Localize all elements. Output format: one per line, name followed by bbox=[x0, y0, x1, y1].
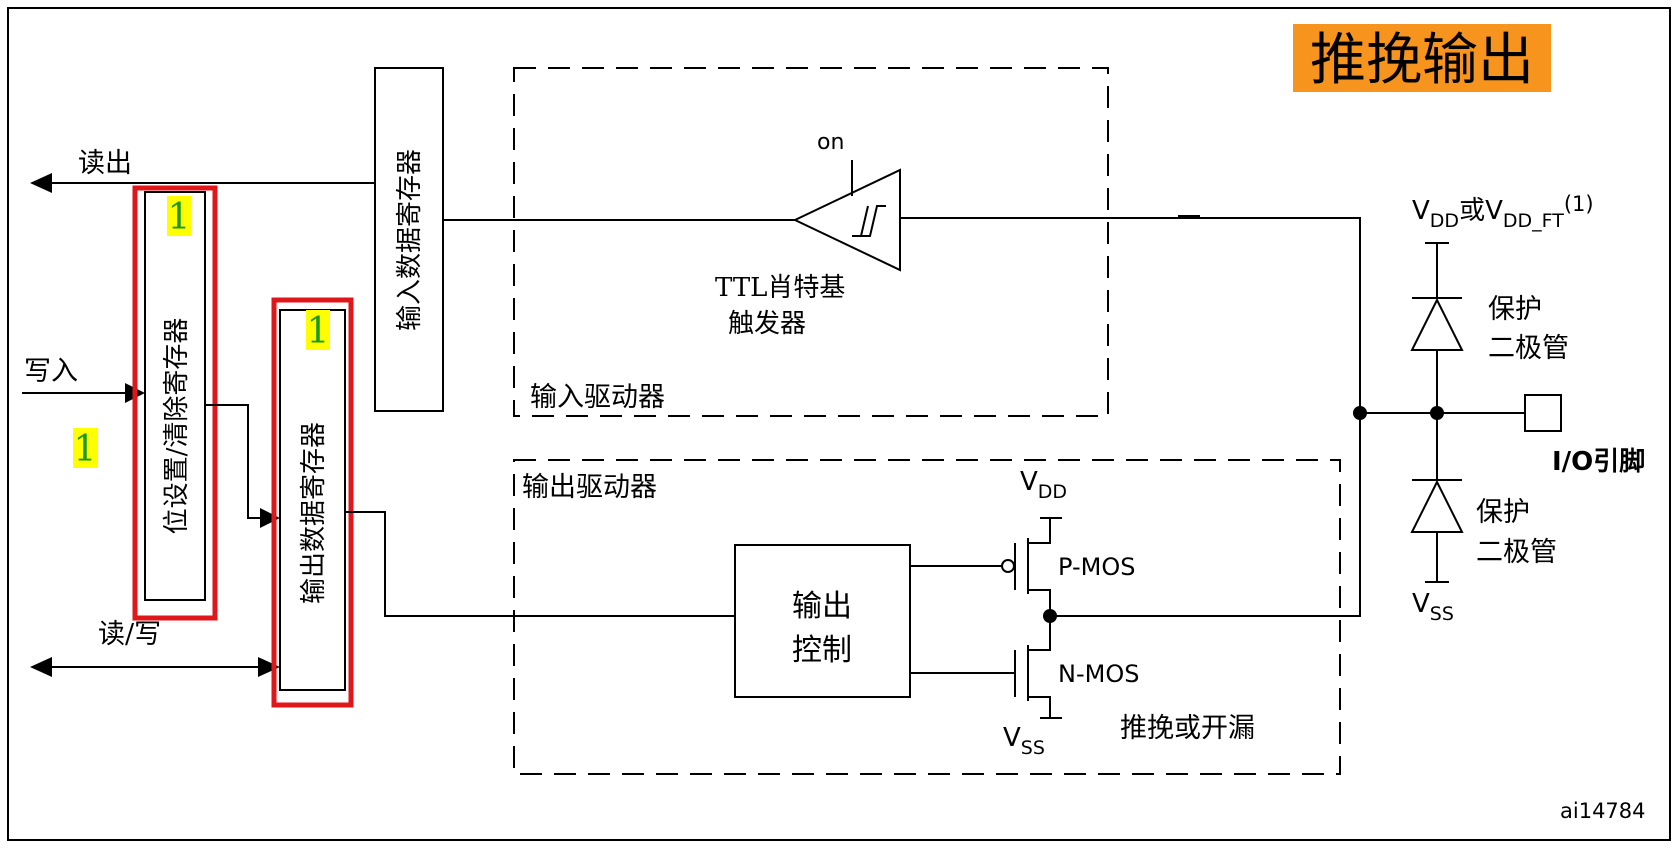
bit-register-value-highlight bbox=[167, 196, 191, 236]
output-data-register-label: 输出数据寄存器 bbox=[299, 422, 329, 604]
bit-set-reset-register bbox=[144, 191, 206, 601]
read-write-label: 读/写 bbox=[98, 619, 161, 650]
nmos-drain bbox=[1028, 616, 1051, 651]
nmos-label: N-MOS bbox=[1058, 660, 1139, 688]
output-register-value: 1 bbox=[307, 311, 330, 352]
write-value-highlight bbox=[73, 428, 98, 468]
output-control-box bbox=[734, 544, 911, 698]
diode-vss-label: VSS bbox=[1412, 589, 1454, 625]
output-control-label-line1: 输出 bbox=[792, 589, 852, 624]
schmitt-hysteresis-symbol-2 bbox=[860, 205, 869, 237]
output-data-register bbox=[279, 309, 346, 691]
output-control-label-line2: 控制 bbox=[792, 633, 852, 668]
pmos-gate-bubble bbox=[1001, 559, 1015, 573]
read-out-arrowhead bbox=[30, 173, 52, 193]
write-in-label: 写入 bbox=[24, 356, 78, 387]
pmos-vdd-label: VDD bbox=[1020, 467, 1067, 503]
pmos-drain bbox=[1028, 589, 1051, 616]
title-badge bbox=[1293, 24, 1551, 92]
read-out-label: 读出 bbox=[78, 148, 132, 179]
bit-to-output-arrowhead bbox=[260, 508, 280, 528]
push-pull-open-drain-label: 推挽或开漏 bbox=[1120, 713, 1255, 744]
io-pin-pad bbox=[1524, 394, 1562, 432]
trigger-to-pin-wire bbox=[900, 217, 1361, 413]
nmos-source bbox=[1028, 696, 1051, 718]
input-data-register-label: 输入数据寄存器 bbox=[395, 149, 425, 331]
output-register-red-frame bbox=[271, 297, 354, 708]
input-driver-box bbox=[513, 67, 1109, 417]
ttl-trigger-label-line1: TTL肖特基 bbox=[715, 273, 845, 303]
upper-diode-label-line2: 二极管 bbox=[1488, 333, 1569, 364]
read-write-arrowhead-right bbox=[258, 657, 280, 677]
upper-diode-label-line1: 保护 bbox=[1488, 294, 1542, 325]
output-register-value-highlight bbox=[306, 310, 330, 350]
pmos-label: P-MOS bbox=[1058, 553, 1135, 581]
trigger-on-label: on bbox=[817, 130, 844, 155]
nmos-vss-label: VSS bbox=[1003, 723, 1045, 759]
output-driver-label: 输出驱动器 bbox=[522, 472, 657, 503]
output-register-to-control-wire bbox=[345, 511, 735, 617]
read-write-arrowhead-left bbox=[30, 657, 52, 677]
pin-bus-junction-left bbox=[1353, 406, 1367, 420]
input-data-register bbox=[374, 67, 444, 412]
bit-register-red-frame bbox=[132, 185, 218, 621]
output-driver-box bbox=[513, 459, 1341, 775]
io-pin-label: I/O引脚 bbox=[1552, 447, 1645, 477]
pmos-source-drain bbox=[1028, 518, 1051, 544]
output-node-to-pin-wire bbox=[1050, 413, 1361, 617]
bit-set-reset-register-label: 位设置/清除寄存器 bbox=[162, 318, 192, 535]
bit-register-value: 1 bbox=[168, 197, 191, 238]
write-value: 1 bbox=[74, 429, 97, 470]
lower-diode-label-line1: 保护 bbox=[1476, 497, 1530, 528]
figure-id: ai14784 bbox=[1560, 799, 1646, 823]
lower-diode-label-line2: 二极管 bbox=[1476, 537, 1557, 568]
diagram-title: 推挽输出 bbox=[1310, 28, 1534, 93]
ttl-schmitt-trigger bbox=[792, 168, 901, 272]
bit-to-output-register-wire bbox=[205, 404, 262, 519]
input-driver-label: 输入驱动器 bbox=[530, 382, 665, 413]
ttl-trigger-label-line2: 触发器 bbox=[728, 309, 806, 339]
supply-label: VDD或VDD_FT(1) bbox=[1412, 192, 1594, 232]
